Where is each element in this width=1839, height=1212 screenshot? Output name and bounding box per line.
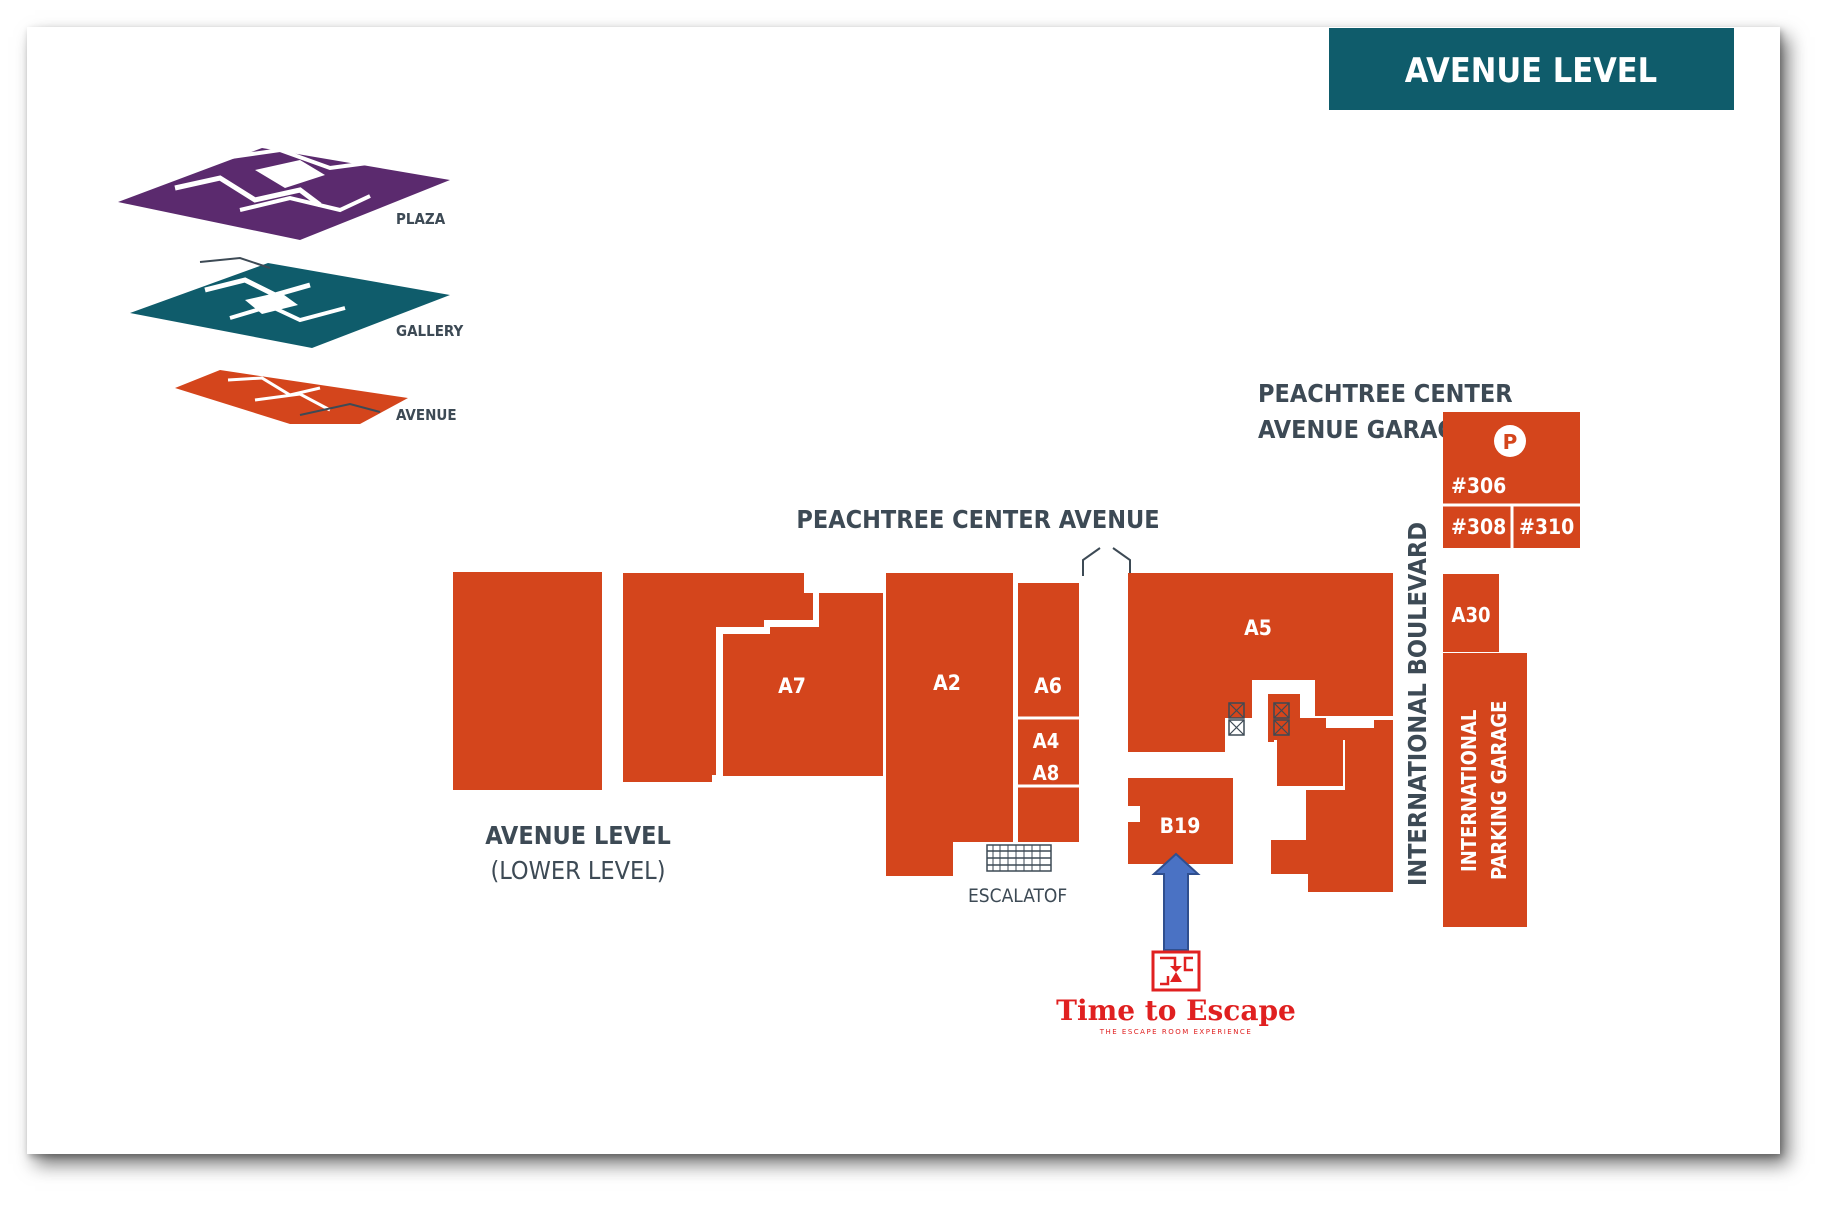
level-avenue-label: AVENUE [396,406,457,424]
unit-a2-label: A2 [933,671,961,695]
unit-a7[interactable] [723,593,883,776]
elevator-icon [1273,702,1290,736]
level-header: AVENUE LEVEL [1329,28,1734,110]
unit-east-block[interactable] [1268,694,1393,892]
level-header-bg [1329,28,1734,110]
location-arrow [1151,852,1201,951]
level-caption-title: AVENUE LEVEL [485,821,671,850]
avenue-garage-title-line2: AVENUE GARAGE [1258,415,1471,444]
level-caption-subtitle: (LOWER LEVEL) [491,856,666,885]
unit-b19[interactable] [1128,778,1233,864]
unit-a5[interactable] [1128,573,1393,752]
level-avenue[interactable]: AVENUE [175,370,457,424]
escalator-label: ESCALATOF [968,885,1067,907]
unit-a8-label: A8 [1033,761,1059,785]
level-plaza[interactable]: PLAZA [118,147,450,240]
unit-a2[interactable] [886,573,1013,876]
unit-east-annex[interactable] [1277,740,1343,786]
unit-a30[interactable] [1443,574,1499,652]
international-garage-line1: INTERNATIONAL [1457,710,1481,872]
unit-310-label: #310 [1519,515,1574,539]
parking-icon [1494,425,1526,457]
unit-a4-label: A4 [1033,729,1059,753]
escalator: ESCALATOF [968,844,1067,907]
unit-a7-label: A7 [778,674,806,698]
level-header-title: AVENUE LEVEL [1405,51,1657,91]
brand-tagline: THE ESCAPE ROOM EXPERIENCE [1099,1028,1253,1036]
elevator-icon [1228,702,1245,736]
units: A7 A2 A6 A4 A8 A5 [453,572,1527,927]
avenue-garage: PEACHTREE CENTER AVENUE GARAGE P #306 #3… [1258,379,1580,548]
brand-name: Time to Escape [1056,994,1296,1027]
peachtree-center-avenue-label: PEACHTREE CENTER AVENUE [796,505,1159,534]
unit-306-label: #306 [1451,474,1506,498]
unit-a30-label: A30 [1452,603,1491,627]
level-gallery-label: GALLERY [396,322,464,340]
brand-logo[interactable]: Time to Escape THE ESCAPE ROOM EXPERIENC… [1056,950,1296,1036]
avenue-garage-title-line1: PEACHTREE CENTER [1258,379,1513,408]
international-garage-line2: PARKING GARAGE [1487,701,1511,880]
unit-a6-column[interactable] [1018,583,1079,842]
maze-hourglass-icon [1151,950,1201,992]
international-boulevard-label: INTERNATIONAL BOULEVARD [1403,522,1432,886]
entrance-markers [1082,547,1131,576]
international-parking-garage[interactable] [1443,653,1527,927]
level-plaza-label: PLAZA [396,210,446,228]
arrow-up-icon [1151,852,1201,951]
unit-308-label: #308 [1451,515,1506,539]
unit-b19-label: B19 [1160,814,1201,838]
parking-symbol: P [1503,430,1518,454]
escalator-icon [986,844,1052,872]
level-stack: PLAZA GALLERY AVENUE [118,147,464,424]
unit-west-block[interactable] [453,572,602,790]
level-gallery[interactable]: GALLERY [130,256,464,348]
unit-a7-west[interactable] [623,573,813,782]
unit-a5-label: A5 [1244,616,1272,640]
unit-a6-label: A6 [1034,674,1062,698]
